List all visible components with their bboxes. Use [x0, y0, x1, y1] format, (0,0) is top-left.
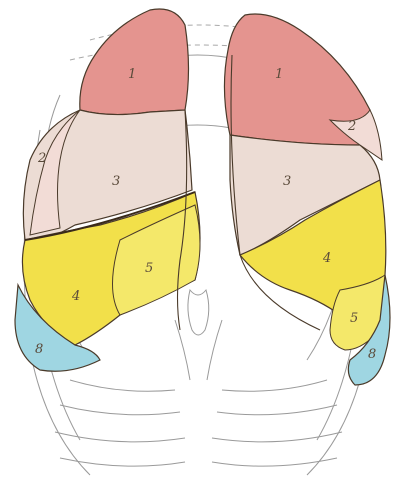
- left-label-1: 1: [275, 67, 283, 82]
- right-label-4: 4: [71, 289, 80, 304]
- rib-line: [217, 405, 337, 415]
- rib-line: [222, 380, 327, 391]
- left-label-3: 3: [283, 174, 291, 189]
- right-label-8: 8: [35, 342, 43, 357]
- right-lung: [15, 9, 200, 371]
- right-label-1: 1: [128, 67, 136, 82]
- rib-line: [212, 432, 342, 442]
- left-label-2: 2: [347, 119, 356, 134]
- right-label-2: 2: [37, 151, 46, 166]
- spine-outline: [175, 320, 222, 380]
- right-label-3: 3: [112, 174, 120, 189]
- left-label-4: 4: [322, 251, 331, 266]
- rib-line: [70, 380, 175, 391]
- left-lung: [224, 14, 390, 385]
- rib-line: [60, 405, 180, 415]
- right-label-5: 5: [145, 261, 153, 276]
- right-segment-1: [80, 9, 189, 115]
- rib-line: [55, 432, 185, 442]
- left-label-8: 8: [368, 347, 376, 362]
- heart-apex-outline: [188, 290, 209, 335]
- left-label-5: 5: [350, 311, 358, 326]
